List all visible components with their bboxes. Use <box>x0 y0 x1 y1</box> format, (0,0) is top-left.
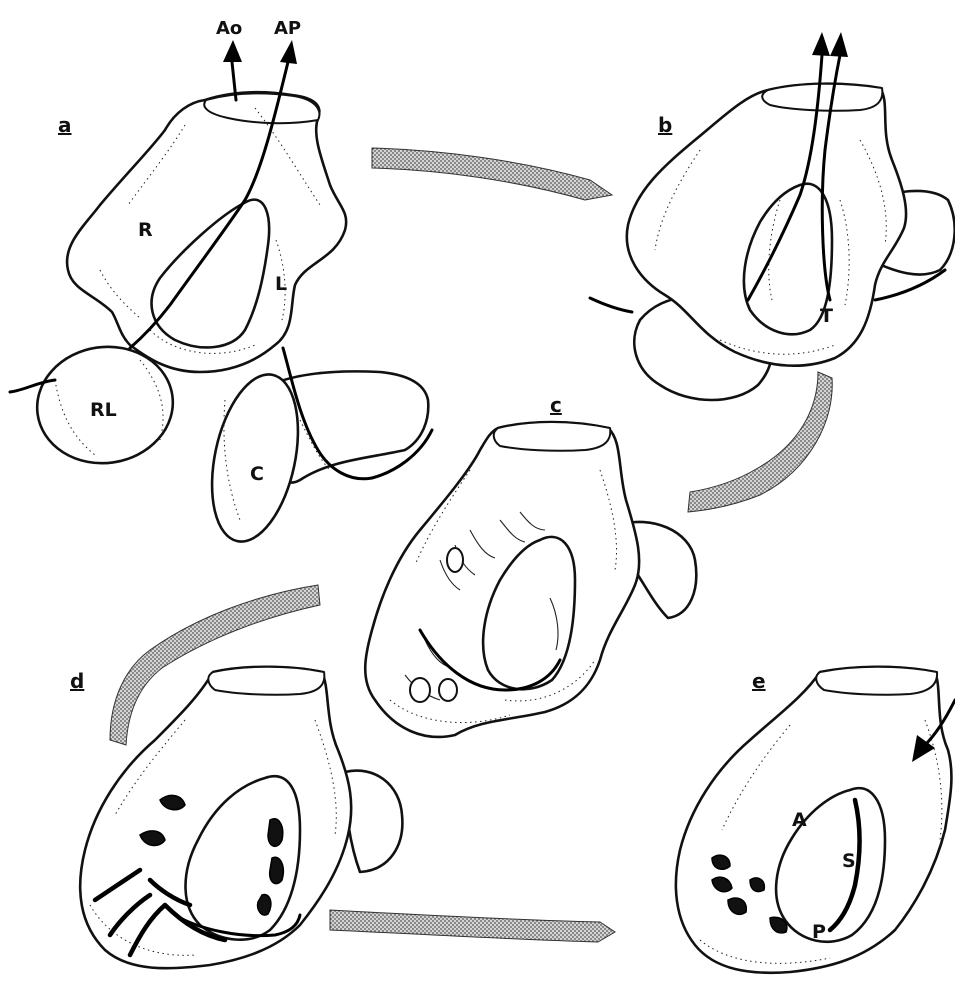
panel-e: A S P e <box>676 667 955 973</box>
label-t: T <box>820 305 833 327</box>
b-arrowhead-2 <box>830 32 848 57</box>
heart-b-outflow <box>762 84 882 111</box>
panel-label-b: b <box>658 113 672 137</box>
heart-e-outflow <box>816 667 937 695</box>
label-l: L <box>275 273 287 295</box>
label-s: S <box>842 850 856 872</box>
d-trabecula-2 <box>270 857 284 883</box>
ao-arrowhead <box>223 40 242 62</box>
panel-b: T b <box>590 32 955 400</box>
panel-label-c: c <box>550 393 562 417</box>
label-p: P <box>812 921 826 943</box>
heart-c-outflow <box>494 422 611 451</box>
e-trabecula-1 <box>712 855 730 869</box>
label-ao: Ao <box>216 18 242 39</box>
e-trabecula-4 <box>750 878 764 891</box>
c-loop-1 <box>410 678 430 702</box>
label-rl: RL <box>90 399 117 421</box>
arrow-d-to-e <box>330 910 615 942</box>
ap-arrowhead <box>280 40 297 64</box>
label-a: A <box>792 809 807 831</box>
heart-d-outflow <box>208 667 324 695</box>
c-loop-2 <box>439 679 457 701</box>
arrow-a-to-b <box>372 148 612 200</box>
panel-label-e: e <box>752 669 766 693</box>
label-r: R <box>138 219 153 241</box>
panel-a: R L RL C Ao AP a <box>10 18 432 549</box>
panel-label-d: d <box>70 669 84 693</box>
panel-c: c <box>365 393 696 737</box>
heart-d-extension <box>345 771 402 872</box>
c-loop-3 <box>447 548 463 572</box>
label-ap: AP <box>274 18 301 39</box>
d-trabecula-1 <box>268 819 283 847</box>
b-arrowhead-1 <box>812 32 830 56</box>
panel-label-a: a <box>58 113 72 137</box>
label-c: C <box>250 463 264 485</box>
